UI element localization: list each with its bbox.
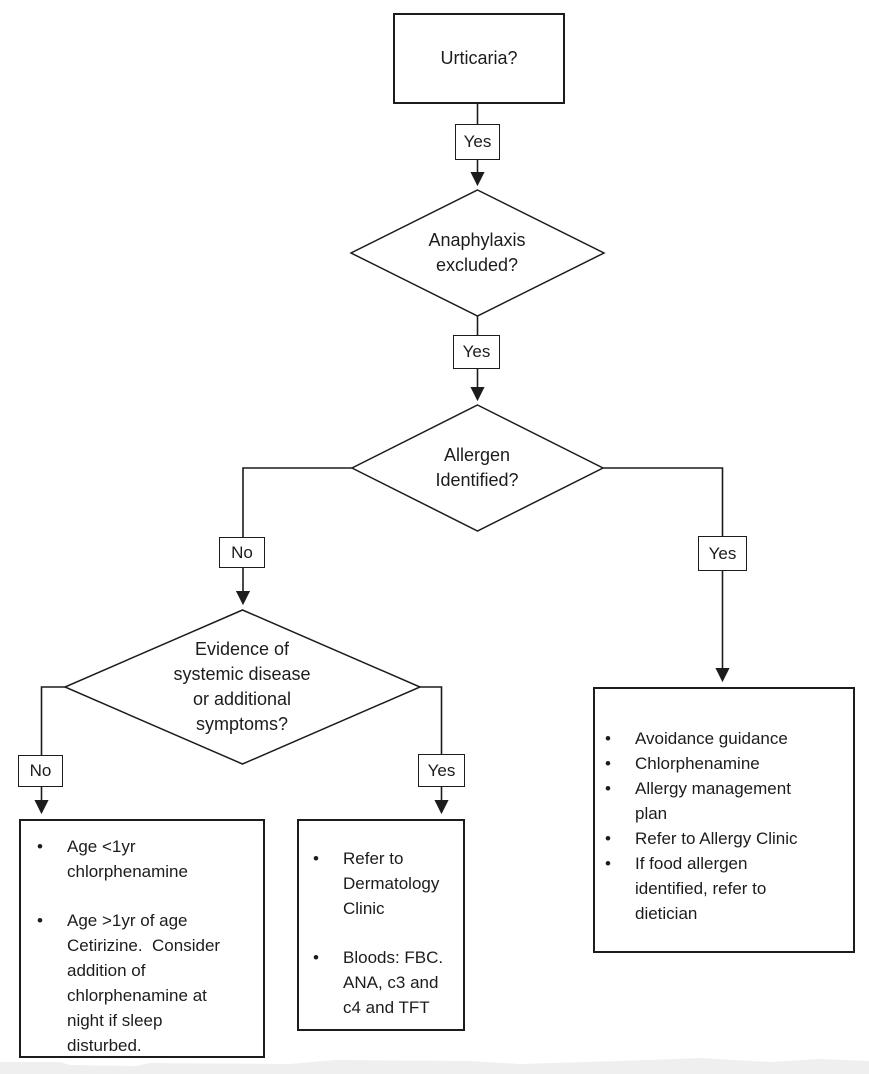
list-item: • Refer to Allergy Clinic — [605, 826, 847, 851]
diamond-anaphylaxis-excluded — [349, 189, 606, 317]
list-item: • Chlorphenamine — [605, 751, 847, 776]
edge-allergen-to-yes — [603, 467, 724, 536]
edge-label-anaphylaxis-yes: Yes — [453, 335, 500, 369]
outcome-box-antihistamines: • Age <1yr chlorphenamine • Age >1yr of … — [19, 819, 265, 1058]
list-item: • Age <1yr chlorphenamine — [37, 834, 257, 884]
bullet-icon: • — [605, 779, 611, 798]
list-item: • Refer to Dermatology Clinic — [313, 846, 459, 921]
bullet-icon: • — [313, 948, 319, 967]
bullet-icon: • — [313, 849, 319, 868]
page-edge-shadow — [0, 1058, 869, 1074]
list-item: • Bloods: FBC. ANA, c3 and c4 and TFT — [313, 945, 459, 1020]
edge-systemic-to-yes — [420, 686, 443, 754]
list-item: • Age >1yr of age Cetirizine. Consider a… — [37, 908, 257, 1058]
bullet-icon: • — [605, 854, 611, 873]
bullet-icon: • — [37, 911, 43, 930]
list-item: • Allergy management plan — [605, 776, 847, 826]
bullet-icon: • — [605, 829, 611, 848]
edge-allergen-to-no — [242, 467, 352, 537]
edge-label-allergen-no: No — [219, 537, 265, 568]
edge-label-systemic-yes: Yes — [418, 754, 465, 787]
bullet-icon: • — [37, 837, 43, 856]
edge-systemic-to-no — [40, 686, 65, 755]
node-urticaria: Urticaria? — [393, 13, 565, 104]
bullet-icon: • — [605, 729, 611, 748]
outcome-box-allergy-management: • Avoidance guidance • Chlorphenamine • … — [593, 687, 855, 953]
outcome-box-dermatology: • Refer to Dermatology Clinic • Bloods: … — [297, 819, 465, 1031]
diamond-allergen-identified — [350, 404, 605, 532]
bullet-icon: • — [605, 754, 611, 773]
diamond-systemic-disease — [63, 609, 422, 765]
edge-label-urticaria-yes: Yes — [455, 124, 500, 160]
node-urticaria-label: Urticaria? — [440, 48, 518, 68]
edge-label-systemic-no: No — [18, 755, 63, 787]
edge-label-allergen-yes: Yes — [698, 536, 747, 571]
list-item: • Avoidance guidance — [605, 726, 847, 751]
list-item: • If food allergen identified, refer to … — [605, 851, 847, 926]
